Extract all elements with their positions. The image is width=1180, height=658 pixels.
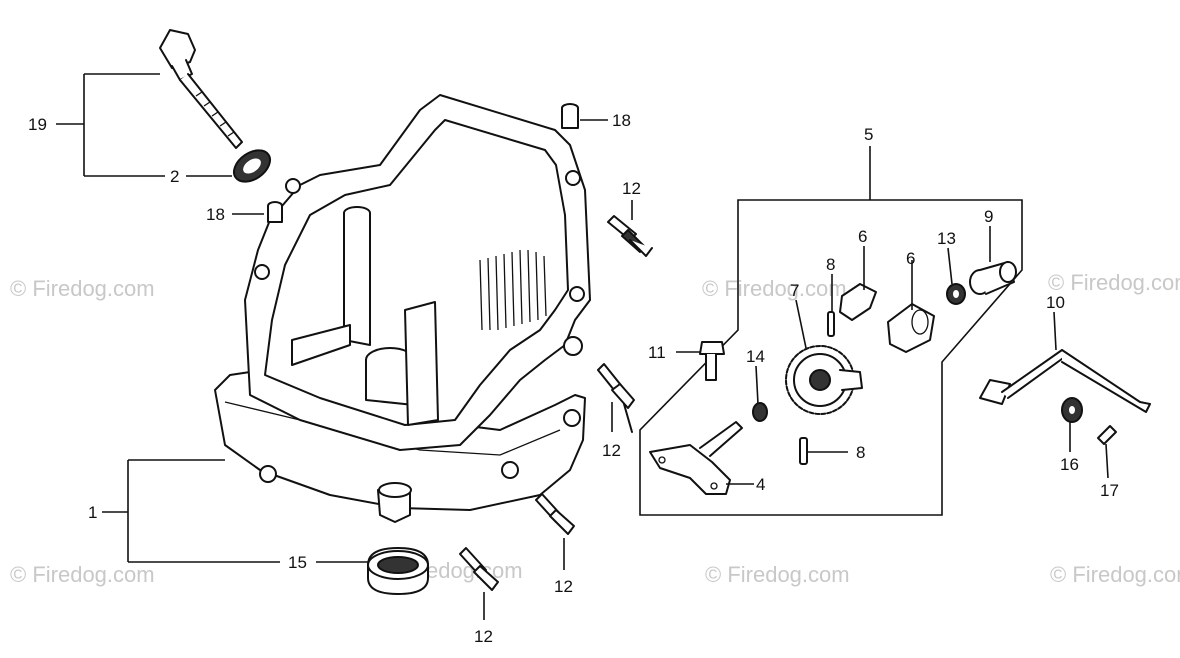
callout-8-lower: 8 (856, 443, 865, 462)
callout-18-top: 18 (612, 111, 631, 130)
governor-arm (979, 349, 1151, 413)
callout-17: 17 (1100, 481, 1119, 500)
governor-slider (969, 261, 1017, 295)
o-ring (232, 149, 272, 183)
governor-holder (649, 421, 743, 495)
callout-12-bottom: 12 (474, 627, 493, 646)
callout-12-mid: 12 (602, 441, 621, 460)
callout-5: 5 (864, 125, 873, 144)
oil-seal (367, 547, 429, 595)
governor-weight-1 (839, 283, 877, 321)
leader-lines (56, 73, 1109, 620)
callout-9: 9 (984, 207, 993, 226)
small-washer (752, 402, 768, 422)
callout-8-upper: 8 (826, 255, 835, 274)
callout-2: 2 (170, 167, 179, 186)
callout-11: 11 (648, 343, 666, 362)
pin-lower (799, 437, 808, 465)
arm-clip (1097, 425, 1117, 445)
bolt-upper (607, 215, 653, 257)
watermarks: © Firedog.com © Firedog.com © Firedog.co… (10, 270, 1180, 587)
flange-bolt (699, 341, 725, 381)
dowel-pin-top (561, 103, 579, 129)
callout-14: 14 (746, 347, 765, 366)
callout-6-right: 6 (906, 249, 915, 268)
callout-12-upper: 12 (622, 179, 641, 198)
callout-7: 7 (790, 281, 799, 300)
watermark-bottom-left: © Firedog.com (10, 562, 155, 587)
pin-upper (827, 311, 835, 337)
governor-weight-2 (887, 303, 935, 353)
callout-15: 15 (288, 553, 307, 572)
callout-4: 4 (756, 475, 765, 494)
callout-12-lower: 12 (554, 577, 573, 596)
watermark-bottom-right: © Firedog.com (1050, 562, 1180, 587)
governor-gear (785, 345, 863, 415)
cover-ribs (479, 249, 547, 331)
callout-18-left: 18 (206, 205, 225, 224)
watermark-right: © Firedog.com (1048, 270, 1180, 295)
callout-6-left: 6 (858, 227, 867, 246)
bolt-bottom (459, 547, 499, 591)
callout-1: 1 (88, 503, 97, 522)
watermark-left: © Firedog.com (10, 276, 155, 301)
watermark-bottom-mid: © Firedog.com (705, 562, 850, 587)
washer (946, 283, 966, 305)
dowel-pin-left (267, 201, 283, 223)
arm-washer (1061, 397, 1083, 423)
callout-19: 19 (28, 115, 47, 134)
watermark-mid-right: © Firedog.com (702, 276, 847, 301)
dipstick (159, 29, 243, 149)
callout-numbers: 19 2 18 18 12 12 12 12 1 15 5 6 6 8 8 13… (28, 111, 1119, 646)
callout-13: 13 (937, 229, 956, 248)
bolt-mid (597, 363, 635, 433)
callout-16: 16 (1060, 455, 1079, 474)
callout-10: 10 (1046, 293, 1065, 312)
crankcase-cover (214, 94, 591, 523)
bolt-lower (535, 493, 575, 535)
